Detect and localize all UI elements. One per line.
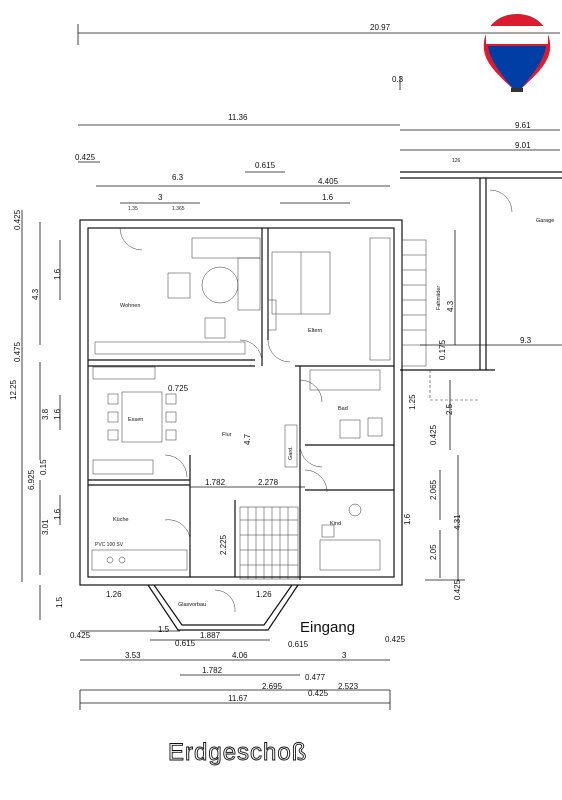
dim-0425-left: 0.425 bbox=[13, 209, 22, 230]
bottom-dimensions bbox=[79, 630, 391, 710]
dim-0615-bottom-a: 0.615 bbox=[175, 639, 196, 648]
glass-porch bbox=[147, 584, 299, 631]
dim-16-top: 1.6 bbox=[322, 193, 334, 202]
kitchen-furniture bbox=[91, 549, 188, 571]
dim-2523: 2.523 bbox=[338, 682, 359, 691]
remax-balloon-logo: RE/MAX bbox=[483, 14, 551, 92]
dim-135-top: 1.35 bbox=[128, 206, 138, 212]
dim-25: 2.5 bbox=[445, 403, 454, 415]
dim-1365-top: 1.365 bbox=[172, 206, 185, 212]
dim-93: 9.3 bbox=[520, 336, 532, 345]
dim-3-top: 3 bbox=[158, 193, 163, 202]
dim-2097: 20.97 bbox=[370, 23, 391, 32]
room-label-essen: Essen bbox=[128, 417, 143, 423]
logo-text: RE/MAX bbox=[496, 31, 539, 43]
dim-0425-right-a: 0.425 bbox=[429, 424, 438, 445]
dim-0425-bottom-mid: 0.425 bbox=[308, 689, 329, 698]
dim-1225: 12.25 bbox=[9, 379, 18, 400]
dim-125: 1.25 bbox=[408, 394, 417, 410]
bedroom-furniture bbox=[267, 237, 391, 361]
top-dimensions bbox=[77, 24, 560, 204]
dim-38: 3.8 bbox=[41, 408, 50, 420]
dining-furniture bbox=[92, 366, 177, 475]
staircase bbox=[239, 506, 299, 580]
dim-43-right: 4.3 bbox=[446, 300, 455, 312]
dim-03: 0.3 bbox=[392, 75, 404, 84]
dim-126-left: 1.26 bbox=[106, 590, 122, 599]
bathroom-furniture bbox=[309, 369, 383, 439]
dim-47: 4.7 bbox=[243, 433, 252, 445]
dim-301: 3.01 bbox=[41, 519, 50, 535]
room-label-garage: Garage bbox=[536, 218, 554, 224]
dim-16-left-c: 1.6 bbox=[53, 508, 62, 520]
dim-0615-top: 0.615 bbox=[255, 161, 276, 170]
dim-1167: 11.67 bbox=[228, 694, 248, 703]
dim-4405: 4.405 bbox=[318, 177, 339, 186]
dim-43-left: 4.3 bbox=[31, 288, 40, 300]
dim-1887: 1.887 bbox=[200, 631, 221, 640]
dim-0425-top: 0.425 bbox=[75, 153, 96, 162]
dim-2065: 2.065 bbox=[429, 479, 438, 500]
entrance-label: Eingang bbox=[300, 619, 355, 636]
child-room-furniture bbox=[319, 503, 381, 571]
dim-126-right: 1.26 bbox=[256, 590, 272, 599]
room-label-kind: Kind bbox=[330, 521, 341, 527]
room-label-fahrrad: Fahrräder bbox=[436, 286, 442, 310]
dim-0615-bottom-b: 0.615 bbox=[288, 640, 309, 649]
dim-6925: 6.925 bbox=[27, 469, 36, 490]
dim-2278: 2.278 bbox=[258, 478, 279, 487]
room-label-eltern: Eltern bbox=[308, 328, 322, 334]
note-126: 126 bbox=[452, 158, 461, 164]
dim-0425-bottom-right: 0.425 bbox=[385, 635, 406, 644]
dim-16-left-b: 1.6 bbox=[53, 408, 62, 420]
dim-961: 9.61 bbox=[515, 121, 531, 130]
dim-1782-a: 1.782 bbox=[205, 478, 226, 487]
dim-1782-b: 1.782 bbox=[202, 666, 223, 675]
dim-3-bottom: 3 bbox=[342, 651, 347, 660]
dim-0175: 0.175 bbox=[438, 339, 447, 360]
dim-16-left-a: 1.6 bbox=[53, 268, 62, 280]
dim-0475-left: 0.475 bbox=[13, 341, 22, 362]
living-furniture bbox=[94, 237, 261, 355]
floor-title: Erdgeschoß bbox=[168, 739, 307, 766]
dim-16-right: 1.6 bbox=[403, 513, 412, 525]
room-label-flur: Flur bbox=[222, 432, 232, 438]
dim-0725: 0.725 bbox=[168, 384, 189, 393]
dim-0477: 0.477 bbox=[305, 673, 326, 682]
note-pvc: PVC 100 SV bbox=[95, 542, 124, 548]
house-walls bbox=[79, 219, 403, 586]
door-swings bbox=[119, 227, 328, 613]
garage-outline bbox=[400, 171, 562, 401]
dim-2695: 2.695 bbox=[262, 682, 283, 691]
room-label-wohnen: Wohnen bbox=[120, 303, 140, 309]
dim-0425-right-b: 0.425 bbox=[453, 579, 462, 600]
room-label-kueche: Küche bbox=[113, 517, 129, 523]
dim-431: 4.31 bbox=[453, 514, 462, 530]
dim-015-left: 0.15 bbox=[39, 459, 48, 475]
room-label-bad: Bad bbox=[338, 406, 348, 412]
room-label-garderobe: Gard. bbox=[288, 446, 294, 460]
dim-205: 2.05 bbox=[429, 544, 438, 560]
dim-406: 4.06 bbox=[232, 651, 248, 660]
dim-63: 6.3 bbox=[172, 173, 184, 182]
right-dimensions bbox=[420, 230, 562, 581]
room-label-glasvorbau: Glasvorbau bbox=[178, 602, 206, 608]
wardrobe-box bbox=[284, 424, 298, 468]
left-dimensions bbox=[21, 210, 61, 620]
dim-1136: 11.36 bbox=[228, 113, 248, 122]
dim-0425-bottom-left: 0.425 bbox=[70, 631, 91, 640]
dim-2225: 2.225 bbox=[219, 534, 228, 555]
dim-353: 3.53 bbox=[125, 651, 141, 660]
dim-15-bottom: 1.5 bbox=[158, 625, 170, 634]
dim-901: 9.01 bbox=[515, 141, 531, 150]
dim-15-left: 1.5 bbox=[55, 596, 64, 608]
